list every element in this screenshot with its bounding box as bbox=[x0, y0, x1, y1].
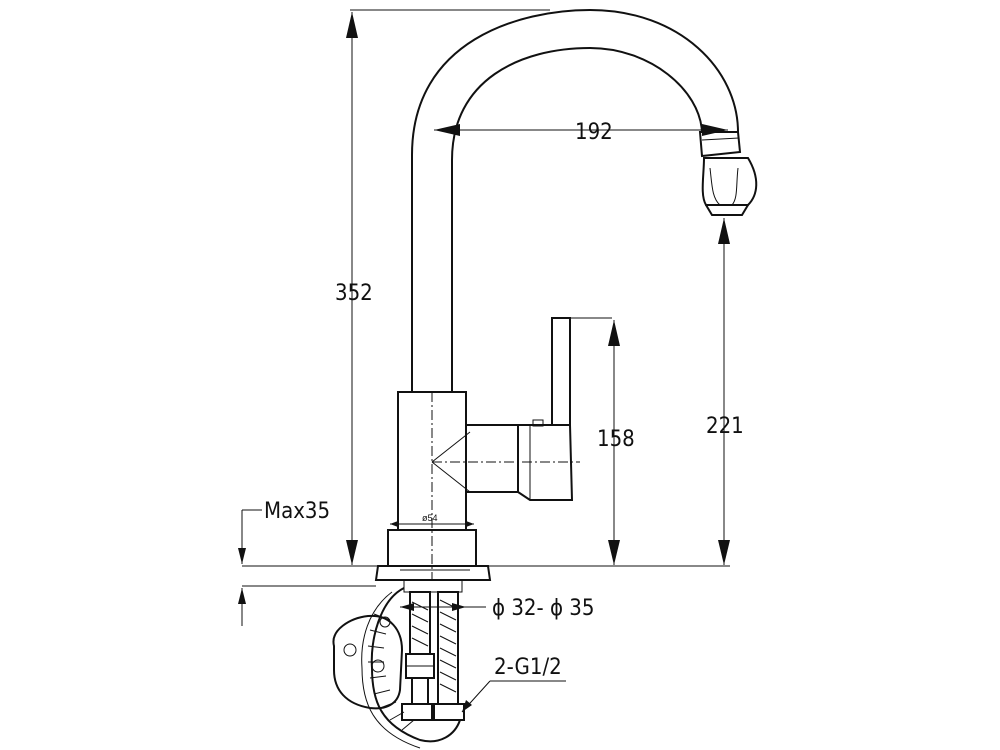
faucet-body bbox=[387, 317, 612, 580]
dimension-base-diameter: ø54 bbox=[390, 513, 474, 527]
dimension-base-diameter-label: ø54 bbox=[422, 513, 438, 523]
dimension-spout-height-label: 221 bbox=[706, 414, 744, 439]
dimension-spout-reach-label: 192 bbox=[575, 120, 613, 145]
dimension-total-height-label: 352 bbox=[335, 281, 373, 306]
dimension-max-thickness: Max35 bbox=[238, 499, 330, 626]
dimension-spout-reach: 192 bbox=[434, 120, 728, 145]
dimension-spout-height: 221 bbox=[706, 218, 744, 565]
dimension-connection: 2-G1/2 bbox=[461, 655, 566, 713]
dimension-max-thickness-label: Max35 bbox=[264, 499, 330, 524]
dimension-handle-height-label: 158 bbox=[597, 427, 635, 452]
dimension-connection-label: 2-G1/2 bbox=[494, 655, 562, 680]
flexible-hoses bbox=[332, 587, 465, 749]
dimension-handle-height: 158 bbox=[597, 320, 635, 565]
spout bbox=[411, 8, 758, 392]
dimension-total-height: 352 bbox=[335, 9, 550, 565]
dimension-hole-diameter: ϕ 32- ϕ 35 bbox=[400, 596, 594, 621]
mounting-nut bbox=[374, 565, 492, 593]
dimension-hole-diameter-label: ϕ 32- ϕ 35 bbox=[492, 596, 594, 621]
